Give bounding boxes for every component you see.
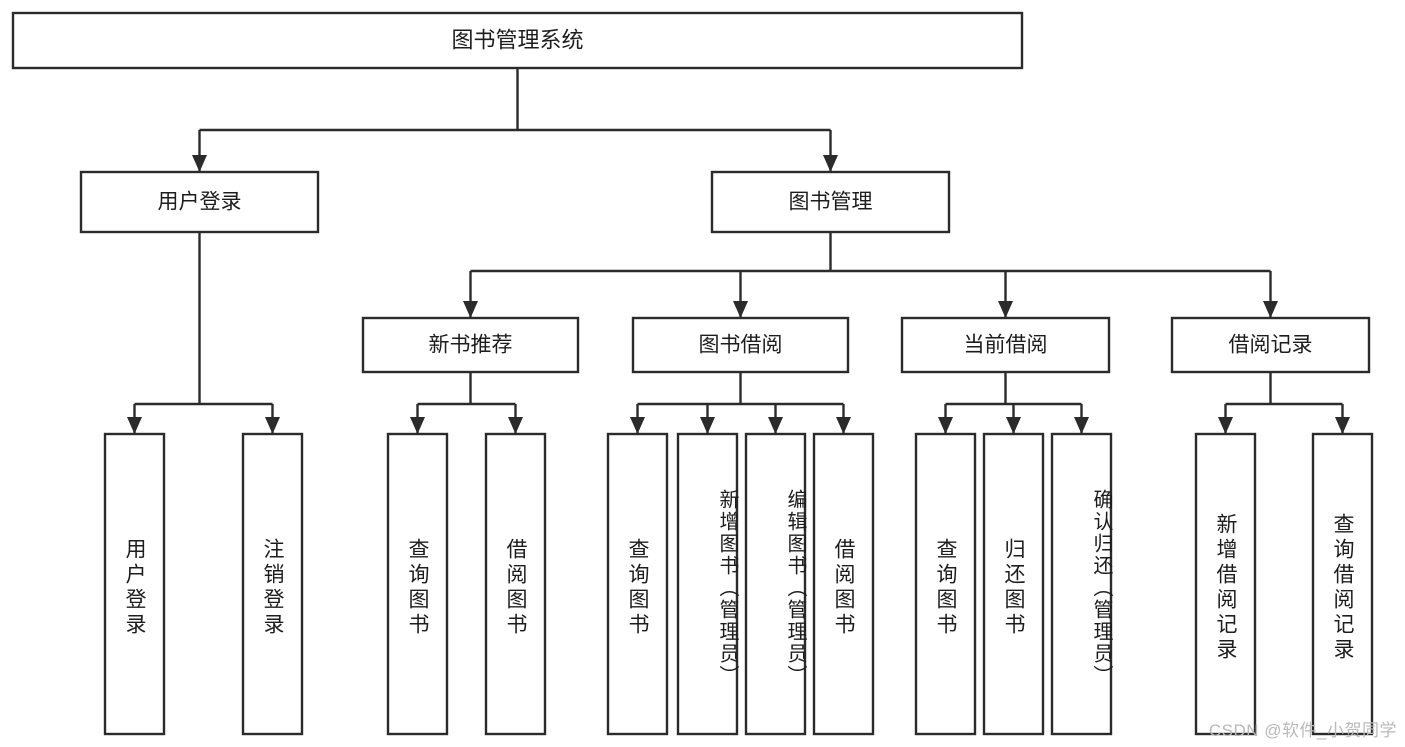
node-leaf-3[interactable] <box>484 432 547 736</box>
arrow-head-icon <box>1263 301 1278 318</box>
arrow-head-icon <box>823 155 838 172</box>
node-leaf-5[interactable] <box>676 432 739 736</box>
node-label: 图书管理系统 <box>451 27 583 52</box>
arrow-head-icon <box>768 417 783 434</box>
connector-layer <box>127 68 1350 434</box>
arrow-head-icon <box>463 301 478 318</box>
node-leaf-7[interactable] <box>812 432 875 736</box>
node-level2-0[interactable]: 用户登录 <box>79 170 320 234</box>
node-leaf-10[interactable] <box>1050 432 1113 736</box>
node-level3-3[interactable]: 借阅记录 <box>1170 316 1371 374</box>
watermark-text: CSDN @软件_小贺同学 <box>1208 721 1397 740</box>
arrow-head-icon <box>1218 417 1233 434</box>
arrow-head-icon <box>938 417 953 434</box>
node-root-system[interactable]: 图书管理系统 <box>11 11 1024 70</box>
node-level3-1[interactable]: 图书借阅 <box>631 316 850 374</box>
arrow-head-icon <box>265 417 280 434</box>
arrow-head-icon <box>127 417 142 434</box>
node-leaf-9[interactable] <box>982 432 1045 736</box>
node-leaf-12[interactable] <box>1311 432 1374 736</box>
node-label: 借阅记录 <box>1229 334 1313 357</box>
node-level3-0[interactable]: 新书推荐 <box>361 316 580 374</box>
arrow-head-icon <box>630 417 645 434</box>
arrow-head-icon <box>1006 417 1021 434</box>
arrow-head-icon <box>700 417 715 434</box>
node-leaf-6[interactable] <box>744 432 807 736</box>
arrow-head-icon <box>192 155 207 172</box>
node-leaf-2[interactable] <box>386 432 449 736</box>
arrow-head-icon <box>410 417 425 434</box>
arrow-head-icon <box>1335 417 1350 434</box>
arrow-head-icon <box>998 301 1013 318</box>
node-label: 新书推荐 <box>429 334 513 357</box>
arrow-head-icon <box>733 301 748 318</box>
node-label: 图书管理 <box>789 191 873 214</box>
node-leaf-1[interactable] <box>241 432 304 736</box>
arrow-head-icon <box>1074 417 1089 434</box>
arrow-head-icon <box>836 417 851 434</box>
node-level2-1[interactable]: 图书管理 <box>710 170 951 234</box>
node-level3-2[interactable]: 当前借阅 <box>900 316 1111 374</box>
node-leaf-8[interactable] <box>914 432 977 736</box>
arrow-head-icon <box>508 417 523 434</box>
node-leaf-0[interactable] <box>103 432 166 736</box>
node-label: 用户登录 <box>158 191 242 214</box>
node-leaf-4[interactable] <box>606 432 669 736</box>
node-label: 当前借阅 <box>964 334 1048 357</box>
node-label: 图书借阅 <box>699 334 783 357</box>
node-leaf-11[interactable] <box>1194 432 1257 736</box>
